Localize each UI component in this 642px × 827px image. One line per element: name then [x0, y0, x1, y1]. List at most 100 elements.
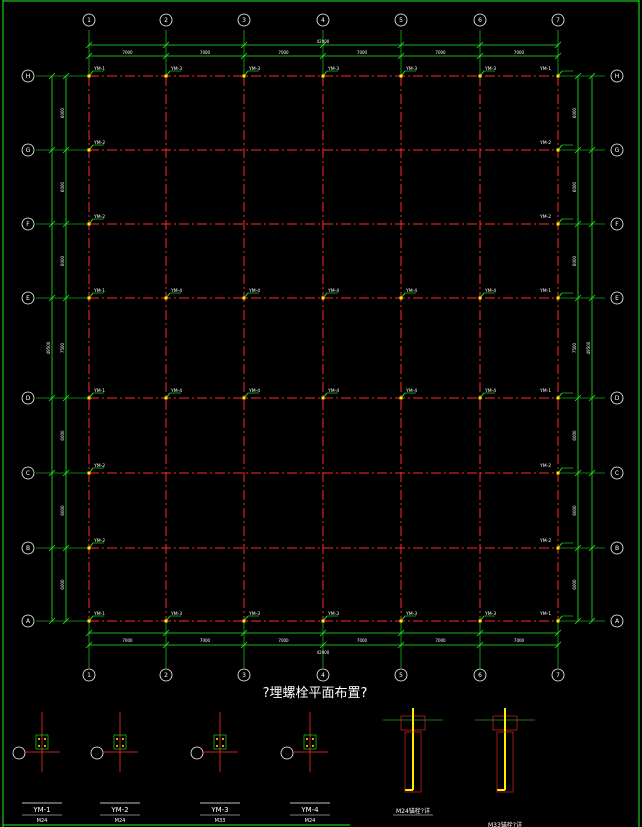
anchor-marker: YM-1: [87, 66, 105, 78]
axis-label-row: C: [26, 470, 30, 477]
anchor-marker: YM-4: [321, 388, 339, 400]
detail-bolt-size: M24: [305, 818, 316, 824]
anchor-marker: YM-3: [164, 66, 182, 78]
detail-bolt: [216, 745, 218, 747]
axis-label-column: 7: [556, 672, 560, 679]
anchor-label: YM-3: [170, 611, 182, 617]
anchor-label: YM-1: [93, 611, 105, 617]
axis-bubble-row: [610, 217, 624, 231]
axis-bubble-column: [394, 13, 408, 27]
detail-bolt: [216, 738, 218, 740]
anchor-point: [478, 619, 482, 623]
anchor-point: [556, 148, 560, 152]
anchor-point: [556, 222, 560, 226]
axis-label-column: 7: [556, 17, 560, 24]
detail-bubble: [12, 746, 26, 760]
detail-bolt: [44, 738, 46, 740]
anchor-point: [478, 74, 482, 78]
dim-right-spacing: 6000: [572, 255, 577, 266]
axis-bubble-column: [316, 13, 330, 27]
anchor-label: YM-2: [93, 140, 105, 146]
anchor-point: [87, 396, 91, 400]
section-sleeve: [496, 731, 514, 793]
dim-top-spacing: 7000: [278, 50, 289, 55]
detail-bubble: [190, 746, 204, 760]
detail-bolt: [306, 745, 308, 747]
axis-bubble-row: [21, 291, 35, 305]
anchor-point: [321, 396, 325, 400]
dim-right-spacing: 6000: [572, 430, 577, 441]
anchor-label: YM-3: [484, 66, 496, 72]
detail-plate: [113, 734, 127, 750]
anchor-label: YM-4: [484, 388, 496, 394]
axis-bubble-column: [551, 13, 565, 27]
dim-top-spacing: 7000: [357, 50, 368, 55]
detail-bolt-size: M33: [215, 818, 226, 824]
detail-bolt: [38, 745, 40, 747]
anchor-label: YM-2: [93, 538, 105, 544]
anchor-marker: YM-2: [87, 538, 105, 550]
axis-bubble-column: [237, 13, 251, 27]
anchor-label: YM-3: [405, 611, 417, 617]
anchor-label: YM-4: [327, 388, 339, 394]
anchor-label: YM-4: [327, 288, 339, 294]
detail-bolt: [222, 738, 224, 740]
anchor-marker: YM-4: [242, 388, 260, 400]
detail-plate: [303, 734, 317, 750]
axis-bubble-row: [610, 143, 624, 157]
anchor-marker: YM-1: [87, 611, 105, 623]
detail-bolt-size: M24: [115, 818, 126, 824]
detail-bolt: [116, 745, 118, 747]
detail-name: YM-3: [210, 806, 228, 814]
anchor-marker: YM-2: [539, 538, 573, 550]
anchor-label: YM-1: [539, 388, 551, 394]
anchor-point: [399, 396, 403, 400]
anchor-label: YM-1: [539, 288, 551, 294]
anchor-marker: YM-4: [242, 288, 260, 300]
anchor-label: YM-3: [405, 66, 417, 72]
anchor-marker: YM-4: [399, 288, 417, 300]
axis-bubble-row: [610, 391, 624, 405]
detail-bolt-size: M24: [37, 818, 48, 824]
detail-name: YM-1: [32, 806, 50, 814]
axis-label-column: 6: [478, 17, 482, 24]
axis-label-column: 3: [242, 672, 246, 679]
anchor-label: YM-1: [93, 66, 105, 72]
anchor-point: [399, 74, 403, 78]
detail-name: YM-4: [300, 806, 319, 814]
detail-bolt: [222, 745, 224, 747]
anchor-marker: YM-2: [539, 140, 573, 152]
dim-left-spacing: 7500: [60, 342, 65, 353]
section-caption: M24锚栓?详: [396, 807, 430, 815]
anchor-point: [556, 396, 560, 400]
axis-label-row: C: [615, 470, 619, 477]
axis-label-row: H: [26, 73, 31, 80]
anchor-point: [87, 471, 91, 475]
section-caption: M33锚栓?详: [488, 821, 522, 827]
detail-bolt: [312, 738, 314, 740]
anchor-point: [399, 296, 403, 300]
anchor-point: [87, 296, 91, 300]
anchor-marker: YM-3: [242, 66, 260, 78]
anchor-marker: YM-3: [399, 66, 417, 78]
dim-right-total: 49500: [586, 341, 591, 354]
anchor-marker: YM-4: [164, 388, 182, 400]
anchor-label: YM-3: [248, 611, 260, 617]
anchor-point: [399, 619, 403, 623]
section-sleeve: [404, 731, 422, 793]
anchor-label: YM-2: [539, 463, 551, 469]
anchor-label: YM-4: [248, 288, 260, 294]
axis-label-column: 2: [164, 672, 168, 679]
detail-bolt: [38, 738, 40, 740]
anchor-point: [87, 546, 91, 550]
axis-bubble-row: [610, 69, 624, 83]
axis-bubble-column: [237, 668, 251, 682]
dim-left-total: 49500: [46, 341, 51, 354]
axis-label-column: 2: [164, 17, 168, 24]
anchor-marker: YM-1: [87, 288, 105, 300]
anchor-label: YM-1: [93, 288, 105, 294]
dim-left-spacing: 6000: [60, 255, 65, 266]
